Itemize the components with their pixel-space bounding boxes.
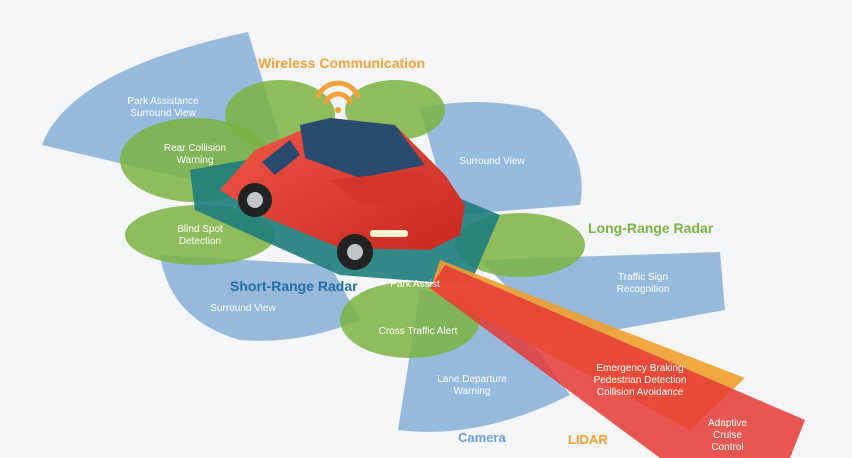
lane-departure-line: Lane Departure [437, 374, 507, 385]
wireless-communication-heading: Wireless Communication [258, 55, 426, 71]
park-assist-label: Park Assist [390, 279, 440, 290]
cross-traffic-label: Cross Traffic Alert [378, 326, 458, 337]
cross-traffic-lobe [340, 282, 480, 358]
surround-view-top-label: Surround View [459, 156, 525, 167]
wifi-icon [315, 80, 361, 113]
lane-warning-line: Warning [453, 386, 491, 397]
collision-avoidance-line: Collision Avoidance [596, 387, 684, 398]
cruise-line: Cruise [713, 430, 742, 441]
car-icon [220, 118, 465, 270]
camera-heading: Camera [458, 430, 506, 445]
blind-spot-label: Blind Spot Detection [165, 224, 235, 248]
park-assistance-label: Park Assistance Surround View [118, 96, 208, 120]
surround-view-top-zone [420, 101, 582, 215]
blind-spot-line: Blind Spot [177, 224, 223, 235]
warning-line: Warning [176, 155, 214, 166]
rear-collision-line: Rear Collision [163, 143, 227, 154]
traffic-sign-label: Traffic Sign Recognition [608, 272, 678, 296]
emergency-braking-line: Emergency Braking [596, 363, 684, 374]
surround-view-line: Surround View [130, 108, 196, 119]
detection-line: Detection [178, 236, 222, 247]
rear-collision-label: Rear Collision Warning [155, 143, 235, 167]
traffic-sign-line: Traffic Sign [617, 272, 669, 283]
adaptive-line: Adaptive [708, 418, 747, 429]
recognition-line: Recognition [616, 284, 670, 295]
long-range-radar-heading: Long-Range Radar [588, 220, 714, 236]
surround-view-bottom-label: Surround View [210, 303, 276, 314]
park-assistance-line: Park Assistance [127, 96, 199, 107]
control-line: Control [711, 442, 744, 453]
emergency-label: Emergency Braking Pedestrian Detection C… [585, 363, 695, 399]
short-range-radar-heading: Short-Range Radar [230, 278, 358, 294]
lidar-heading: LIDAR [568, 432, 608, 447]
adaptive-cruise-label: Adaptive Cruise Control [700, 418, 755, 454]
lane-departure-label: Lane Departure Warning [432, 374, 512, 398]
surround-view-bottom-zone [160, 255, 360, 341]
long-range-beam [430, 265, 805, 458]
pedestrian-detection-line: Pedestrian Detection [593, 375, 687, 386]
